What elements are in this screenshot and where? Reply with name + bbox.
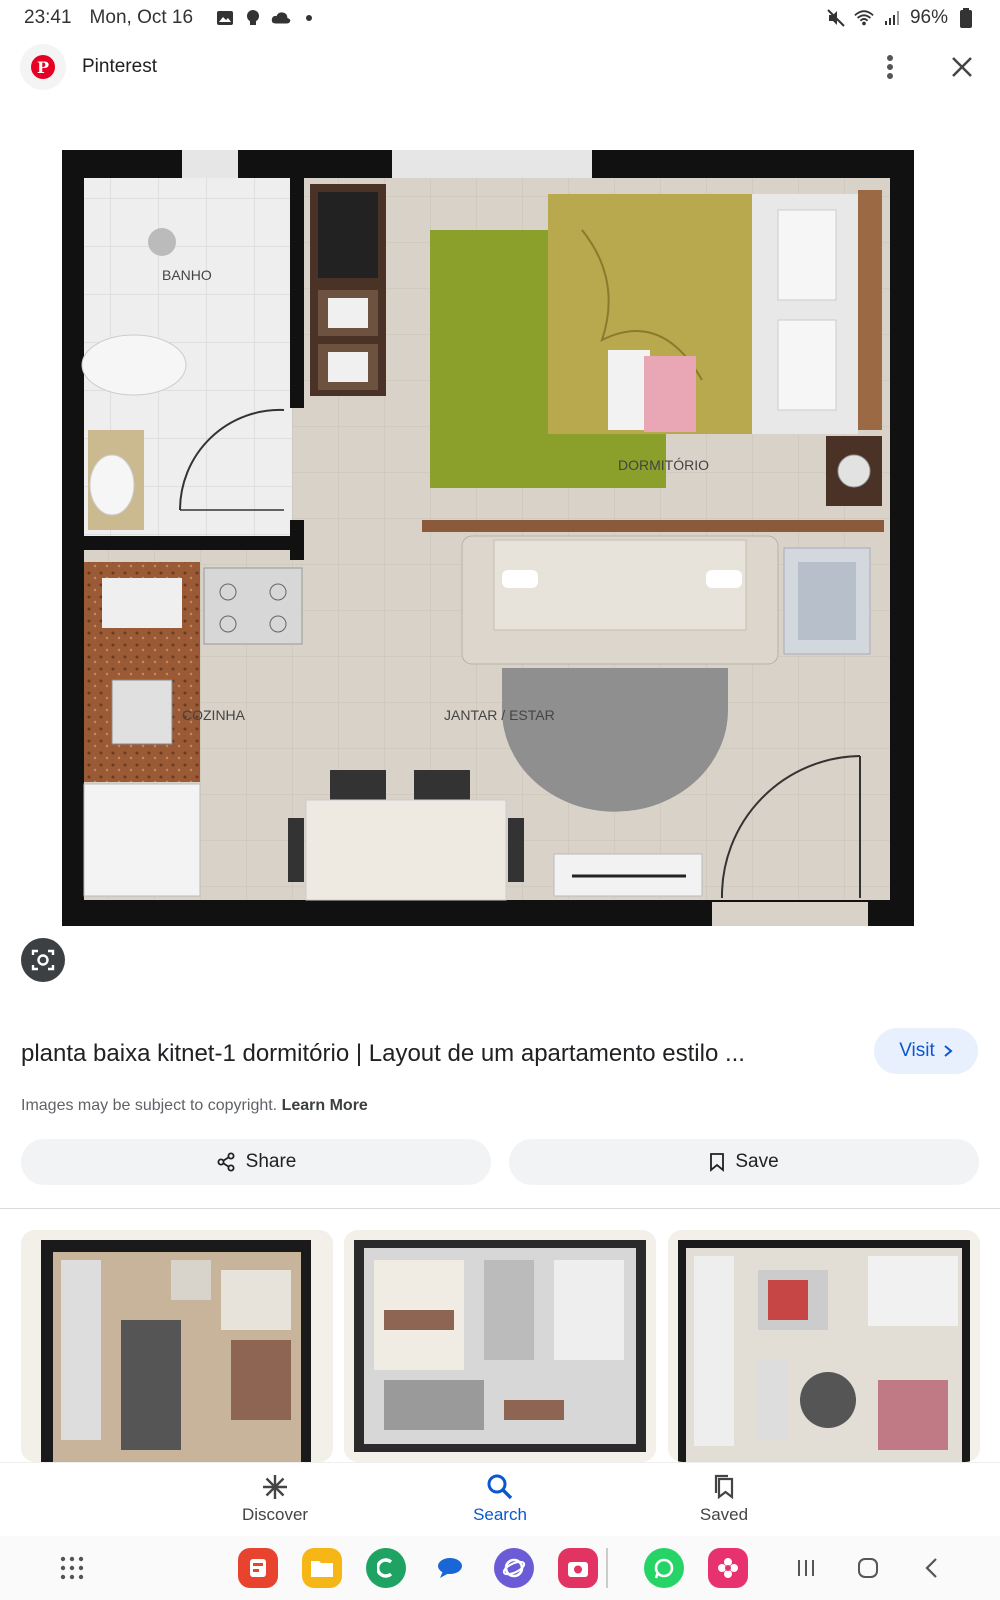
floorplan-label-bedroom: DORMITÓRIO bbox=[618, 457, 709, 473]
learn-more-link[interactable]: Learn More bbox=[281, 1097, 368, 1114]
floorplan-image[interactable]: BANHO DORMITÓRIO JANTAR / ESTAR COZINHA bbox=[62, 150, 934, 946]
dot-icon bbox=[299, 8, 319, 28]
share-icon bbox=[217, 1152, 235, 1172]
recent-apps-button[interactable] bbox=[786, 1548, 826, 1588]
source-name[interactable]: Pinterest bbox=[82, 56, 157, 77]
battery-percent: 96% bbox=[909, 7, 948, 28]
floorplan-label-bath: BANHO bbox=[162, 267, 212, 283]
pinterest-logo-icon[interactable]: P bbox=[20, 44, 66, 90]
status-date: Mon, Oct 16 bbox=[89, 7, 194, 28]
source-header: P Pinterest bbox=[0, 44, 1000, 90]
search-icon bbox=[487, 1474, 513, 1500]
floorplan-label-living: JANTAR / ESTAR bbox=[444, 707, 555, 723]
camera-app-icon[interactable] bbox=[558, 1548, 598, 1588]
dock-separator bbox=[606, 1548, 608, 1588]
related-image-3[interactable] bbox=[668, 1230, 980, 1462]
copyright-text: Images may be subject to copyright. bbox=[21, 1097, 278, 1114]
close-icon bbox=[952, 57, 972, 77]
camera-lens-icon bbox=[31, 949, 55, 971]
more-options-button[interactable] bbox=[872, 49, 908, 85]
copyright-notice: Images may be subject to copyright. Lear… bbox=[21, 1097, 368, 1115]
signal-icon bbox=[882, 8, 902, 28]
cloud-icon bbox=[271, 8, 291, 28]
nav-discover[interactable]: Discover bbox=[215, 1473, 335, 1525]
battery-icon bbox=[956, 8, 976, 28]
close-button[interactable] bbox=[944, 49, 980, 85]
nav-search[interactable]: Search bbox=[440, 1473, 560, 1525]
internet-app-icon[interactable] bbox=[494, 1548, 534, 1588]
messages-app-icon[interactable] bbox=[430, 1548, 470, 1588]
asterisk-icon bbox=[263, 1475, 287, 1499]
app-drawer-icon[interactable] bbox=[52, 1548, 92, 1588]
lens-search-button[interactable] bbox=[21, 938, 65, 982]
status-time: 23:41 bbox=[24, 7, 72, 28]
phone-app-icon[interactable] bbox=[366, 1548, 406, 1588]
back-button[interactable] bbox=[912, 1548, 952, 1588]
save-button[interactable]: Save bbox=[509, 1139, 979, 1185]
nav-saved-label: Saved bbox=[699, 1505, 749, 1524]
save-label: Save bbox=[735, 1151, 779, 1172]
related-image-2[interactable] bbox=[344, 1230, 656, 1462]
visit-button[interactable]: Visit bbox=[874, 1028, 978, 1074]
related-image-1[interactable] bbox=[21, 1230, 333, 1462]
result-title[interactable]: planta baixa kitnet-1 dormitório | Layou… bbox=[21, 1040, 745, 1067]
share-label: Share bbox=[245, 1151, 297, 1172]
image-icon bbox=[215, 8, 235, 28]
section-divider bbox=[0, 1208, 1000, 1209]
status-bar: 23:41 Mon, Oct 16 96% bbox=[0, 0, 1000, 36]
chevron-right-icon bbox=[944, 1045, 953, 1057]
visit-label: Visit bbox=[899, 1040, 935, 1061]
wifi-icon bbox=[854, 8, 874, 28]
nav-search-label: Search bbox=[473, 1505, 527, 1524]
share-button[interactable]: Share bbox=[21, 1139, 491, 1185]
files-app-icon[interactable] bbox=[302, 1548, 342, 1588]
bulb-icon bbox=[243, 8, 263, 28]
mute-icon bbox=[826, 8, 846, 28]
blossom-app-icon[interactable] bbox=[708, 1548, 748, 1588]
bottom-navigation: Discover Search Saved bbox=[0, 1462, 1000, 1536]
nav-saved[interactable]: Saved bbox=[664, 1473, 784, 1525]
floorplan-label-kitchen: COZINHA bbox=[182, 707, 246, 723]
nav-discover-label: Discover bbox=[241, 1505, 309, 1524]
whatsapp-app-icon[interactable] bbox=[644, 1548, 684, 1588]
flipboard-app-icon[interactable] bbox=[238, 1548, 278, 1588]
bookmark-icon bbox=[710, 1153, 725, 1172]
system-dock bbox=[0, 1536, 1000, 1600]
home-button[interactable] bbox=[848, 1548, 888, 1588]
more-vert-icon bbox=[887, 55, 893, 79]
saved-collections-icon bbox=[714, 1474, 734, 1500]
